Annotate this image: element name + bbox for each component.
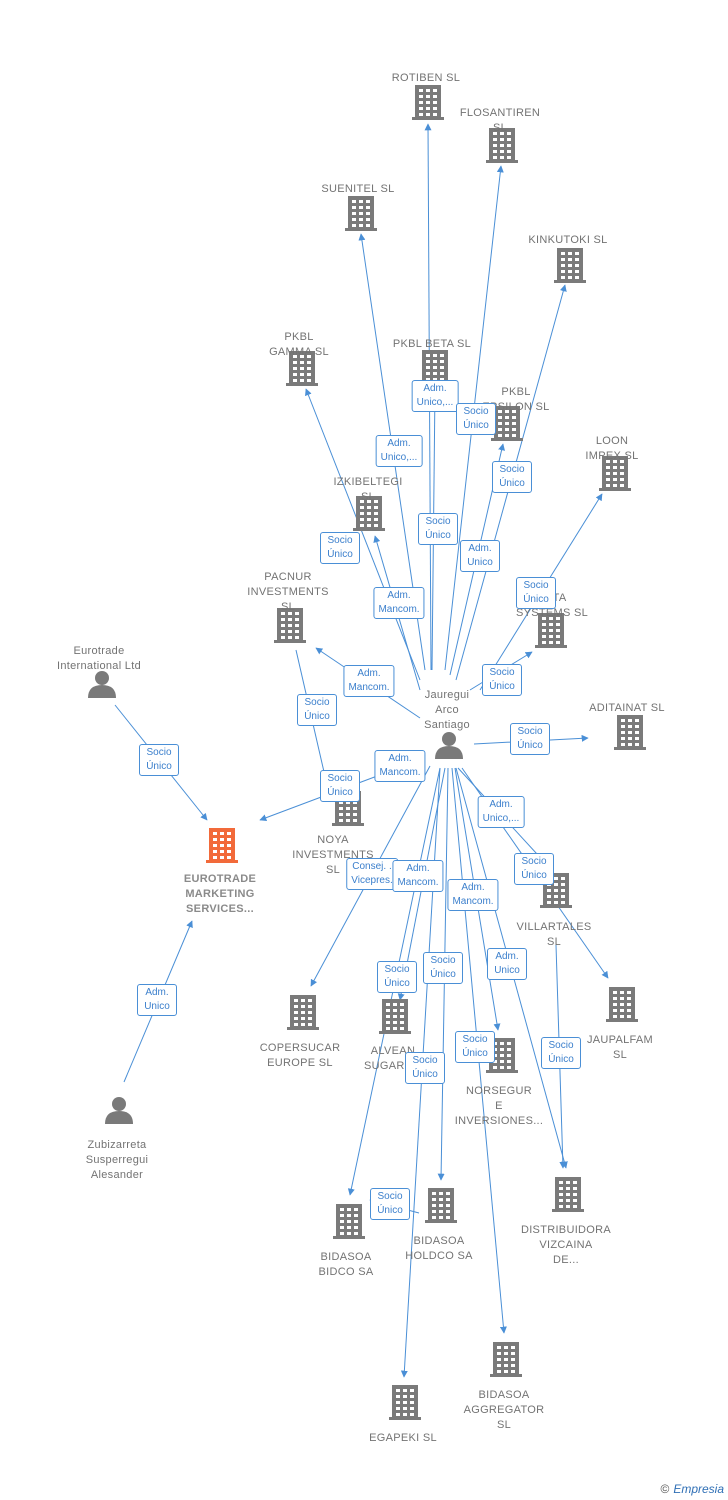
footer-credit: ©Empresia	[660, 1482, 724, 1496]
building-icon[interactable]	[491, 406, 523, 441]
building-icon[interactable]	[206, 828, 238, 863]
node-label-zubizarreta[interactable]: Zubizarreta Susperregui Alesander	[85, 1139, 149, 1181]
edge-label-jauregui-to-copersucar[interactable]: Consej. . Vicepres.	[346, 858, 398, 890]
node-label-flosantiren[interactable]: FLOSANTIREN SL	[459, 107, 541, 134]
node-label-eurotrade_intl[interactable]: Eurotrade International Ltd	[57, 645, 141, 672]
node-label-bidasoa_holdco[interactable]: BIDASOA HOLDCO SA	[405, 1235, 473, 1262]
edge-jauregui-to-pkbl_gamma	[305, 388, 421, 681]
building-icon[interactable]	[345, 196, 377, 231]
node-label-izkibeltegi[interactable]: IZKIBELTEGI SL	[333, 476, 403, 503]
node-label-suenitel[interactable]: SUENITEL SL	[321, 183, 395, 195]
node-label-norsegur[interactable]: NORSEGUR E INVERSIONES...	[454, 1085, 544, 1127]
edge-label-eurotrade_intl-to-eurotrade_ms[interactable]: Socio Único	[139, 744, 179, 776]
node-label-distribuidora[interactable]: DISTRIBUIDORA VIZCAINA DE...	[520, 1224, 612, 1266]
edge-label-jauregui-to-distribuidora[interactable]: Adm. Unico	[487, 948, 527, 980]
node-label-egapeki[interactable]: EGAPEKI SL	[369, 1432, 437, 1444]
copyright-symbol: ©	[660, 1482, 670, 1496]
edge-label-jauregui-to-jaupalfam[interactable]: Socio Único	[514, 853, 554, 885]
edge-label-jauregui-to-aditainat[interactable]: Socio Único	[510, 723, 550, 755]
building-icon[interactable]	[274, 608, 306, 643]
building-icon[interactable]	[286, 351, 318, 386]
node-label-copersucar[interactable]: COPERSUCAR EUROPE SL	[259, 1042, 341, 1069]
edge-label-jauregui-to-eurotrade_ms[interactable]: Adm. Mancom.	[374, 750, 426, 782]
edge-label-jauregui-to-pkbl_epsilon[interactable]: Adm. Unico	[460, 540, 500, 572]
edge-label-jauregui-to-izkibeltegi[interactable]: Adm. Mancom.	[373, 587, 425, 619]
building-icon[interactable]	[412, 85, 444, 120]
edge-label-jauregui-to-bidasoa_holdco[interactable]: Socio Único	[423, 952, 463, 984]
node-label-rotiben[interactable]: ROTIBEN SL	[391, 72, 461, 84]
node-label-bidasoa_aggregator[interactable]: BIDASOA AGGREGATOR SL	[463, 1389, 545, 1431]
edge-label-jauregui-to-egapeki[interactable]: Socio Único	[405, 1052, 445, 1084]
person-icon[interactable]	[105, 1097, 133, 1124]
brand-name[interactable]: Empresia	[673, 1482, 724, 1496]
node-label-loon[interactable]: LOON IMPEX SL	[585, 435, 639, 462]
edge-label-jauregui-to-pkbl_beta[interactable]: Socio Único	[418, 513, 458, 545]
building-icon[interactable]	[389, 1385, 421, 1420]
building-icon[interactable]	[599, 456, 631, 491]
edge-label-zubizarreta-to-eurotrade_ms[interactable]: Adm. Unico	[137, 984, 177, 1016]
building-icon[interactable]	[379, 999, 411, 1034]
building-icon[interactable]	[554, 248, 586, 283]
building-icon[interactable]	[287, 995, 319, 1030]
edge-label-jauregui-to-villartales[interactable]: Adm. Unico,...	[477, 796, 525, 828]
building-icon[interactable]	[490, 1342, 522, 1377]
building-icon[interactable]	[486, 128, 518, 163]
building-icon[interactable]	[535, 613, 567, 648]
edge-label-jauregui-to-norsegur[interactable]: Adm. Mancom.	[447, 879, 499, 911]
node-label-pkbl_gamma[interactable]: PKBL GAMMA SL	[269, 331, 329, 358]
person-icon[interactable]	[88, 671, 116, 698]
building-icon[interactable]	[353, 496, 385, 531]
edge-label-pacnur-to-noya[interactable]: Socio Único	[297, 694, 337, 726]
building-icon[interactable]	[333, 1204, 365, 1239]
node-label-pacnur[interactable]: PACNUR INVESTMENTS SL	[247, 571, 329, 613]
building-icon[interactable]	[552, 1177, 584, 1212]
edge-label-jauregui-to-bidasoa_aggregator[interactable]: Socio Único	[455, 1031, 495, 1063]
edge-label-jauregui-to-pkbl_gamma[interactable]: Socio Único	[320, 532, 360, 564]
edge-label-jauregui-to-flosantiren[interactable]: Socio Único	[456, 403, 496, 435]
edge-label-jauregui-to-alvean[interactable]: Adm. Mancom.	[392, 860, 444, 892]
node-label-bidasoa_bidco[interactable]: BIDASOA BIDCO SA	[318, 1251, 374, 1278]
edge-label-villartales-to-distribuidora[interactable]: Socio Único	[541, 1037, 581, 1069]
node-label-eurotrade_ms[interactable]: EUROTRADE MARKETING SERVICES...	[183, 873, 257, 915]
edge-label-jauregui-to-bidasoa_bidco[interactable]: Socio Único	[377, 961, 417, 993]
edge-label-jauregui-to-loon[interactable]: Socio Único	[516, 577, 556, 609]
edge-label-jauregui-to-data[interactable]: Socio Único	[482, 664, 522, 696]
node-label-pkbl_beta[interactable]: PKBL BETA SL	[392, 338, 472, 350]
node-label-jaupalfam[interactable]: JAUPALFAM SL	[586, 1034, 654, 1061]
edge-label-jauregui-to-rotiben[interactable]: Adm. Unico,...	[411, 380, 459, 412]
building-icon[interactable]	[425, 1188, 457, 1223]
building-icon[interactable]	[606, 987, 638, 1022]
node-label-aditainat[interactable]: ADITAINAT SL	[589, 702, 665, 714]
node-label-jauregui[interactable]: Jauregui Arco Santiago	[424, 689, 470, 731]
node-label-kinkutoki[interactable]: KINKUTOKI SL	[528, 234, 608, 246]
edge-label-jauregui-to-suenitel[interactable]: Adm. Unico,...	[375, 435, 423, 467]
building-icon[interactable]	[614, 715, 646, 750]
person-icon[interactable]	[435, 732, 463, 759]
edge-label-jauregui-to-pacnur[interactable]: Adm. Mancom.	[343, 665, 395, 697]
edge-label-bidasoa_holdco-to-bidasoa_bidco[interactable]: Socio Único	[370, 1188, 410, 1220]
edge-label-jauregui-to-kinkutoki[interactable]: Socio Único	[492, 461, 532, 493]
edge-label-noya-to-eurotrade_ms[interactable]: Socio Único	[320, 770, 360, 802]
node-label-villartales[interactable]: VILLARTALES SL	[516, 921, 592, 948]
